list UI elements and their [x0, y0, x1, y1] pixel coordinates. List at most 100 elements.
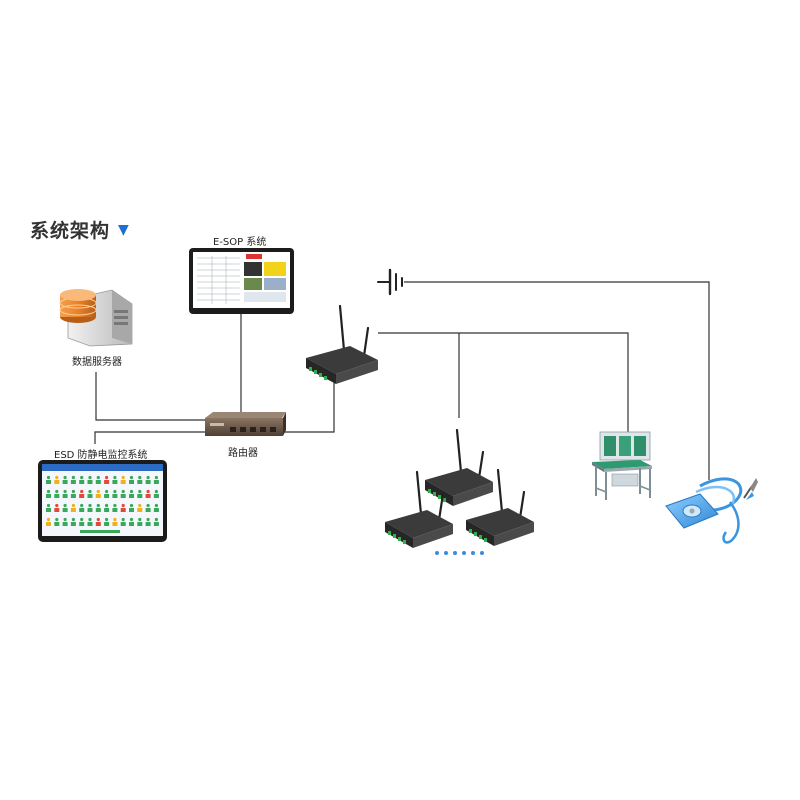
wireless-node-icon [425, 428, 493, 506]
esd-station-mark [80, 503, 84, 508]
esd-station-mark [145, 480, 151, 484]
esd-station-mark [145, 494, 151, 498]
esd-footer-bar [80, 530, 120, 533]
esd-station-mark [95, 480, 101, 484]
esop-label: E-SOP 系统 [213, 237, 267, 248]
esd-station-mark [71, 489, 75, 494]
esd-station-mark [46, 503, 51, 508]
esd-status-grid [46, 475, 159, 533]
esd-station-mark [137, 480, 143, 484]
wireless-node-icon [385, 470, 453, 548]
esd-station-mark [95, 494, 101, 498]
esd-station-mark [121, 503, 125, 508]
esd-station-mark [62, 494, 68, 498]
esd-station-mark [71, 503, 75, 508]
esd-station-mark [87, 508, 93, 512]
esd-station-mark [112, 480, 118, 484]
esd-station-mark [55, 503, 59, 508]
esd-station-mark [88, 517, 92, 522]
wrist-strap-icon [665, 477, 758, 544]
esd-station-mark [120, 480, 126, 484]
esd-station-mark [46, 494, 51, 498]
esd-station-mark [113, 475, 117, 480]
link-server-router [95, 372, 205, 421]
esd-station-mark [54, 494, 60, 498]
ground-icon [377, 268, 403, 296]
esd-station-mark [46, 517, 51, 522]
esd-station-mark [154, 475, 158, 480]
esd-station-mark [104, 480, 110, 484]
router-label: 路由器 [228, 448, 258, 459]
section-title: 系统架构 [30, 220, 111, 242]
esd-station-mark [154, 517, 158, 522]
esd-station-mark [153, 508, 159, 512]
esd-station-mark [87, 522, 93, 526]
esd-station-mark [87, 494, 93, 498]
esd-station-mark [129, 517, 134, 522]
esd-station-mark [104, 522, 110, 526]
esd-station-mark [120, 494, 126, 498]
esd-station-mark [129, 508, 134, 512]
esd-station-mark [46, 522, 51, 526]
esd-station-mark [63, 517, 67, 522]
esd-station-mark [95, 522, 101, 526]
esd-station-mark [146, 503, 150, 508]
esd-station-mark [112, 522, 118, 526]
server-icon [59, 289, 133, 347]
esd-station-mark [104, 508, 110, 512]
esd-station-mark [63, 475, 67, 480]
link-ground-strap [404, 281, 710, 480]
esd-station-mark [87, 480, 93, 484]
esd-station-mark [146, 475, 150, 480]
esd-station-mark [112, 508, 118, 512]
esd-station-mark [137, 508, 143, 512]
esd-station-mark [138, 489, 142, 494]
esd-station-mark [138, 503, 142, 508]
router-icon [205, 412, 286, 436]
esd-station-mark [129, 480, 134, 484]
wireless-gateway-icon [306, 304, 378, 384]
esd-station-mark [62, 522, 68, 526]
esd-station-mark [138, 475, 142, 480]
esd-workbench-icon [592, 431, 652, 500]
esd-station-mark [63, 503, 67, 508]
esd-station-mark [54, 508, 60, 512]
esd-station-mark [129, 522, 134, 526]
esd-station-mark [79, 494, 85, 498]
esd-station-mark [79, 508, 85, 512]
esd-station-mark [80, 475, 84, 480]
esd-station-mark [138, 517, 142, 522]
esd-station-mark [129, 475, 134, 480]
esd-station-mark [88, 475, 92, 480]
esd-station-mark [95, 508, 101, 512]
esd-station-mark [146, 489, 150, 494]
esd-station-mark [96, 517, 100, 522]
esd-station-mark [80, 517, 84, 522]
esd-station-mark [145, 522, 151, 526]
esd-monitor [38, 460, 167, 542]
esd-station-mark [105, 489, 109, 494]
wireless-node-icon [466, 468, 534, 546]
esd-station-mark [46, 480, 51, 484]
esd-station-mark [71, 517, 75, 522]
esd-station-mark [88, 503, 92, 508]
esd-station-mark [96, 503, 100, 508]
esd-station-mark [55, 475, 59, 480]
esd-station-mark [71, 475, 75, 480]
link-router-gateway [284, 380, 335, 433]
esd-station-mark [55, 489, 59, 494]
esd-station-mark [79, 480, 85, 484]
esd-station-mark [70, 480, 76, 484]
esd-station-mark [79, 522, 85, 526]
esd-station-mark [88, 489, 92, 494]
esop-monitor [189, 248, 294, 314]
esd-station-mark [46, 508, 51, 512]
triangle-down-icon: ▼ [118, 222, 129, 238]
esd-station-mark [145, 508, 151, 512]
link-gateway-bus [378, 332, 629, 432]
esd-station-mark [70, 494, 76, 498]
esd-station-mark [63, 489, 67, 494]
esd-station-mark [154, 503, 158, 508]
esd-station-mark [105, 503, 109, 508]
